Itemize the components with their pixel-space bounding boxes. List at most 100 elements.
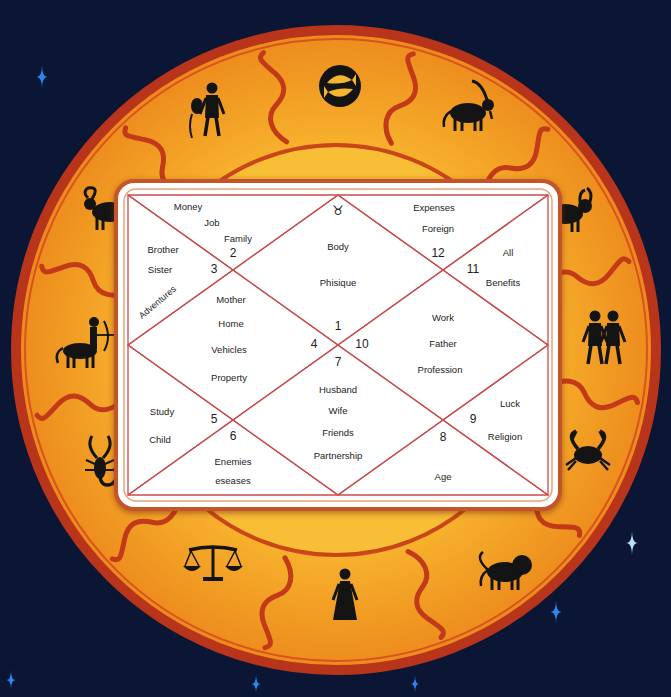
house-meaning: Family — [224, 234, 252, 244]
swirl-ornament — [255, 50, 296, 144]
house-region: Work10FatherProfession — [338, 270, 548, 420]
house-number: 2 — [230, 247, 237, 260]
zodiac-symbol — [57, 317, 114, 368]
ornament-part — [189, 547, 237, 550]
zodiac-symbol — [319, 65, 361, 107]
ornament-part — [482, 99, 494, 111]
house-number: 10 — [355, 338, 368, 351]
house-border — [128, 345, 233, 495]
zodiac-symbol — [566, 431, 610, 470]
house-border — [338, 270, 548, 420]
house-number: 6 — [230, 430, 237, 443]
house-meaning: Foreign — [422, 224, 454, 234]
ornament-part — [601, 326, 625, 342]
ornament-part — [566, 458, 610, 470]
ornament-part — [102, 216, 105, 230]
zodiac-symbol — [85, 436, 117, 485]
chart-card-inner-border — [124, 189, 552, 501]
ornament-part — [601, 311, 625, 365]
ornament-part — [191, 98, 203, 114]
ornament-part — [94, 334, 114, 336]
ornament-part — [200, 98, 224, 114]
house-region: MotherHomeVehiclesProperty4 — [128, 270, 338, 420]
ornament-part — [333, 584, 357, 600]
house-meaning: Benefits — [486, 278, 520, 288]
outer-ring-line — [25, 39, 647, 661]
ornament-part — [183, 566, 243, 571]
house-region: Study 5Child — [128, 345, 233, 495]
ornament-part — [104, 321, 108, 351]
house-meaning: Sister — [148, 265, 172, 275]
ornament-part — [205, 117, 219, 136]
house-meaning: Father — [429, 339, 456, 349]
house-meaning: Child — [149, 435, 171, 445]
house-border — [128, 195, 338, 270]
ornament-part — [608, 311, 619, 322]
ornament-part — [90, 436, 110, 458]
ornament-part — [185, 551, 241, 566]
house-meaning: Partnership — [314, 451, 363, 461]
ornament-part — [481, 570, 488, 586]
ornament-part — [324, 86, 353, 98]
ornament-part — [94, 457, 106, 479]
house-border — [338, 195, 548, 270]
swirl-group — [35, 50, 639, 650]
house-border — [128, 270, 338, 420]
ornament-part — [200, 83, 224, 137]
house-meaning: Vehicles — [211, 345, 246, 355]
house-number: 3 — [211, 263, 218, 276]
house-meaning: Study — [150, 407, 174, 417]
star-sparkle — [411, 675, 419, 693]
house-meaning: Husband — [319, 385, 357, 395]
chart-card — [116, 181, 560, 509]
ornament-part — [571, 431, 604, 449]
ornament-part — [472, 81, 487, 100]
house-number: 1 — [335, 320, 342, 333]
ornament-part — [203, 577, 223, 581]
ornament-part — [340, 569, 351, 580]
house-meaning: Enemies — [215, 457, 252, 467]
ornament-part — [511, 576, 514, 590]
ornament-part — [512, 555, 532, 575]
ornament-part — [588, 345, 602, 364]
house-region: MoneyJobFamily2 — [128, 195, 338, 270]
ornament-part — [96, 216, 99, 230]
ornament-part — [73, 355, 76, 368]
star-sparkle — [551, 600, 562, 624]
ornament-part — [571, 218, 574, 232]
zodiac-symbol — [190, 83, 224, 139]
ornament-part — [57, 348, 63, 363]
house-meaning: Property — [211, 373, 247, 383]
house-number: 9 — [470, 413, 477, 426]
house-number: ♉ — [332, 204, 344, 218]
zodiac-symbols — [57, 65, 625, 620]
house-number: 5 — [211, 413, 218, 426]
house-meaning: Profession — [418, 365, 463, 375]
house-number: 8 — [440, 431, 447, 444]
swirl-ornament — [399, 548, 449, 642]
ornament-part — [84, 198, 96, 210]
ornament-part — [480, 117, 483, 131]
house-border — [128, 195, 233, 345]
house-meaning: Expenses — [413, 203, 455, 213]
ornament-part — [67, 355, 70, 368]
house-meaning: All — [503, 248, 514, 258]
house-meaning: Age — [435, 472, 452, 482]
zodiac-symbol — [480, 552, 532, 590]
house-region: AllBenefits11 — [443, 195, 548, 345]
house-meaning: Mother — [216, 295, 246, 305]
ornament-part — [333, 581, 357, 620]
house-meaning: eseases — [215, 476, 250, 486]
house-region: 6Enemies eseases — [128, 420, 338, 495]
ornament-part — [333, 569, 357, 621]
ornament-part — [454, 117, 457, 131]
ornament-part — [89, 317, 99, 327]
zodiac-symbol — [183, 546, 243, 581]
outer-ring — [16, 30, 656, 670]
ornament-part — [474, 117, 477, 131]
ornament-part — [590, 311, 601, 322]
house-meaning: Friends — [322, 428, 354, 438]
